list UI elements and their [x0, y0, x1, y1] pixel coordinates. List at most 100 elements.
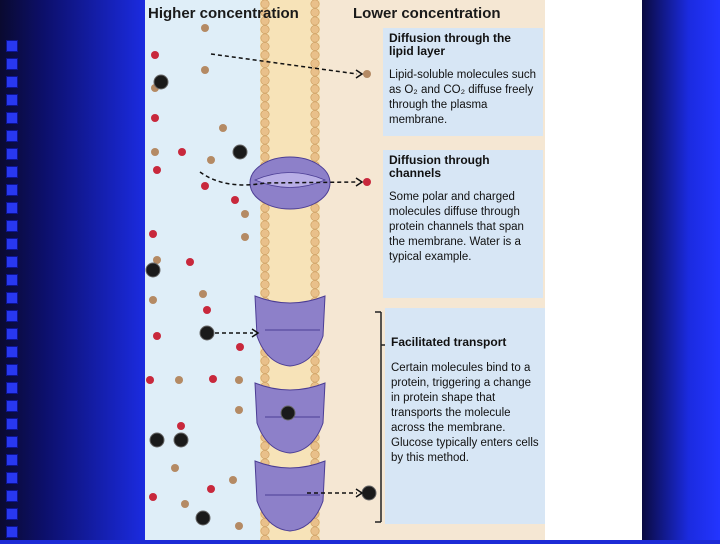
lipid-head — [310, 135, 320, 145]
lipid-head — [310, 271, 320, 281]
bracket-ticks — [375, 311, 385, 523]
lipid-head — [310, 262, 320, 272]
red-particle — [201, 182, 209, 190]
lipid-head — [310, 101, 320, 111]
carrier-protein — [254, 460, 326, 532]
panel-text: Some polar and charged molecules diffuse… — [389, 191, 524, 264]
extracellular-region — [145, 0, 260, 540]
red-particle — [363, 178, 371, 186]
red-particle — [231, 196, 239, 204]
lipid-head — [260, 144, 270, 154]
lipid-head — [260, 212, 270, 222]
red-particle — [207, 485, 215, 493]
lipid-head — [260, 254, 270, 264]
tan-particle — [199, 290, 207, 298]
lipid-diffusion-arrow — [210, 53, 358, 75]
panel-title: Diffusion through channels — [389, 153, 490, 181]
tan-particle — [171, 464, 179, 472]
lipid-head — [310, 33, 320, 43]
lipid-head — [260, 127, 270, 137]
particles — [145, 24, 377, 530]
arrowhead — [355, 488, 364, 498]
lipid-head — [310, 58, 320, 68]
lipid-head — [310, 76, 320, 86]
lipid-head — [310, 254, 320, 264]
lipid-head — [310, 84, 320, 94]
lipid-head — [310, 24, 320, 34]
lipid-head — [260, 526, 270, 536]
tan-particle — [201, 66, 209, 74]
lipid-head — [310, 449, 320, 459]
lipid-head — [260, 24, 270, 34]
lipid-head — [310, 50, 320, 60]
black-particle — [149, 432, 165, 448]
channel-diffusion-arrow — [199, 171, 358, 186]
arrowhead — [355, 177, 364, 187]
tan-particle — [181, 500, 189, 508]
black-particle — [280, 405, 296, 421]
decorative-squares — [6, 40, 20, 544]
red-particle — [153, 166, 161, 174]
red-particle — [149, 230, 157, 238]
red-particle — [236, 343, 244, 351]
lipid-head — [310, 16, 320, 26]
tan-particle — [235, 376, 243, 384]
lipid-head — [310, 441, 320, 451]
lipid-head — [260, 76, 270, 86]
lipid-head — [260, 118, 270, 128]
black-particle — [361, 485, 377, 501]
carrier-protein — [254, 295, 326, 367]
lipid-head — [260, 101, 270, 111]
tan-particle — [207, 156, 215, 164]
tan-particle — [235, 522, 243, 530]
panel-text: Certain molecules bind to a protein, tri… — [391, 362, 539, 464]
panel-title: Facilitated transport — [391, 335, 507, 349]
black-particle — [153, 74, 169, 90]
lipid-head — [310, 144, 320, 154]
red-particle — [178, 148, 186, 156]
tan-particle — [229, 476, 237, 484]
lipid-head — [260, 449, 270, 459]
panel-channel-diffusion: Diffusion through channels Some polar an… — [383, 150, 543, 298]
tan-particle — [219, 124, 227, 132]
lipid-head — [310, 356, 320, 366]
red-particle — [209, 375, 217, 383]
slide-background-left — [0, 0, 145, 540]
lipid-head — [260, 364, 270, 374]
lipid-head — [310, 212, 320, 222]
panel-text: Lipid-soluble molecules such as O₂ and C… — [389, 69, 537, 127]
lipid-head — [310, 127, 320, 137]
lipid-head — [310, 279, 320, 289]
lipid-head — [260, 152, 270, 162]
lipid-head — [260, 441, 270, 451]
tan-particle — [175, 376, 183, 384]
lipid-head — [260, 110, 270, 120]
black-particle — [195, 510, 211, 526]
lipid-head — [310, 220, 320, 230]
tan-particle — [153, 256, 161, 264]
tan-particle — [201, 24, 209, 32]
red-particle — [151, 114, 159, 122]
lipid-head — [260, 271, 270, 281]
black-particle — [232, 144, 248, 160]
black-particle — [199, 325, 215, 341]
lipid-head — [260, 229, 270, 239]
tan-particle — [363, 70, 371, 78]
black-particle — [145, 262, 161, 278]
diffusion-arrows — [199, 53, 364, 498]
slide-background-right — [642, 0, 720, 540]
lipid-head — [260, 33, 270, 43]
lipid-head — [310, 41, 320, 51]
red-particle — [177, 422, 185, 430]
lipid-head — [310, 118, 320, 128]
panel-facilitated-transport: Facilitated transport Certain molecules … — [385, 308, 545, 524]
lipid-head — [310, 0, 320, 9]
lipid-head — [310, 237, 320, 247]
lipid-head — [310, 364, 320, 374]
red-particle — [151, 51, 159, 59]
panel-title: Diffusion through the lipid layer — [389, 31, 511, 59]
lipid-head — [310, 246, 320, 256]
lipid-head — [260, 246, 270, 256]
lipid-head — [260, 373, 270, 383]
membrane-transport-figure: Higher concentration Lower concentration… — [145, 0, 642, 540]
